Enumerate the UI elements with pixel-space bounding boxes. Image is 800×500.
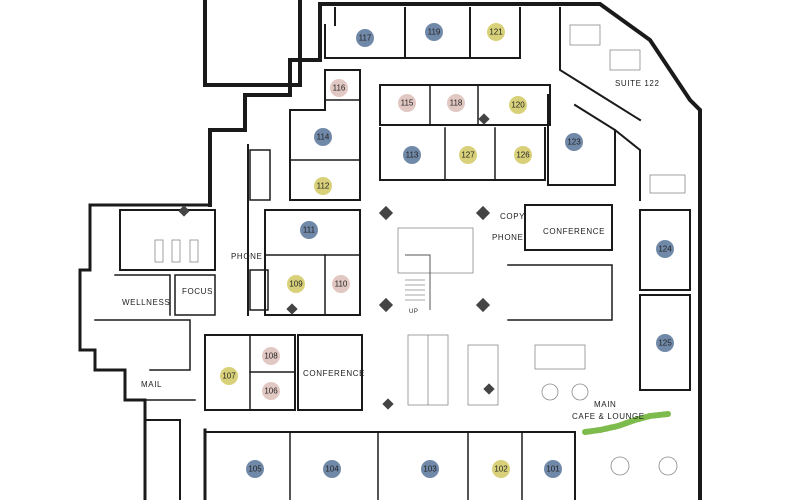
label-conference-bottom: CONFERENCE xyxy=(303,369,365,378)
label-wellness: WELLNESS xyxy=(122,298,170,307)
label-phone-left: PHONE xyxy=(231,252,262,261)
room-marker-circle xyxy=(262,382,280,400)
room-marker-circle xyxy=(356,29,374,47)
room-marker-circle xyxy=(459,146,477,164)
room-number: 123 xyxy=(567,138,581,147)
room-marker-circle xyxy=(220,367,238,385)
room-marker-circle xyxy=(314,128,332,146)
room-marker-109: 109 xyxy=(287,275,305,293)
room-number: 102 xyxy=(494,465,508,474)
room-number: 114 xyxy=(317,133,330,142)
room-marker-111: 111 xyxy=(300,221,318,239)
room-marker-circle xyxy=(330,79,348,97)
room-marker-115: 115 xyxy=(398,94,416,112)
room-marker-121: 121 xyxy=(487,23,505,41)
furniture xyxy=(154,24,686,476)
room-number: 120 xyxy=(511,101,525,110)
room-marker-circle xyxy=(447,94,465,112)
room-marker-circle xyxy=(565,133,583,151)
room-number: 110 xyxy=(335,280,348,289)
room-number: 101 xyxy=(546,465,560,474)
room-marker-103: 103 xyxy=(421,460,439,478)
room-marker-125: 125 xyxy=(656,334,674,352)
room-marker-120: 120 xyxy=(509,96,527,114)
label-cafe-lounge: CAFE & LOUNGE xyxy=(572,412,645,421)
room-number: 126 xyxy=(516,151,530,160)
room-marker-circle xyxy=(509,96,527,114)
room-marker-123: 123 xyxy=(565,133,583,151)
room-marker-circle xyxy=(398,94,416,112)
room-marker-circle xyxy=(492,460,510,478)
room-number: 124 xyxy=(658,245,672,254)
label-mail: MAIL xyxy=(141,380,162,389)
room-number: 111 xyxy=(303,226,316,235)
room-number: 118 xyxy=(450,99,463,108)
room-marker-circle xyxy=(656,240,674,258)
room-marker-108: 108 xyxy=(262,347,280,365)
room-marker-circle xyxy=(421,460,439,478)
room-marker-119: 119 xyxy=(425,23,443,41)
room-marker-114: 114 xyxy=(314,128,332,146)
stair-treads xyxy=(405,279,425,301)
room-marker-circle xyxy=(300,221,318,239)
room-marker-110: 110 xyxy=(332,275,350,293)
room-marker-112: 112 xyxy=(314,177,332,195)
room-number: 105 xyxy=(248,465,262,474)
room-marker-circle xyxy=(656,334,674,352)
area-labels: SUITE 122 COPY PHONE CONFERENCE PHONE WE… xyxy=(122,79,660,421)
room-number: 115 xyxy=(401,99,414,108)
room-marker-circle xyxy=(323,460,341,478)
room-number: 109 xyxy=(289,280,303,289)
room-number: 117 xyxy=(359,34,372,43)
planter xyxy=(582,411,671,435)
room-marker-circle xyxy=(425,23,443,41)
room-marker-circle xyxy=(314,177,332,195)
room-marker-circle xyxy=(403,146,421,164)
label-phone-right: PHONE xyxy=(492,233,523,242)
room-marker-circle xyxy=(332,275,350,293)
room-number: 127 xyxy=(461,151,475,160)
label-focus: FOCUS xyxy=(182,287,213,296)
room-number: 113 xyxy=(406,151,419,160)
room-marker-126: 126 xyxy=(514,146,532,164)
room-number: 104 xyxy=(325,465,339,474)
room-marker-circle xyxy=(487,23,505,41)
room-markers: 117 119 121 116 115 118 120 114 113 127 126 123 112 1… xyxy=(220,23,674,478)
columns xyxy=(178,113,495,410)
room-marker-101: 101 xyxy=(544,460,562,478)
label-stair-up: UP xyxy=(409,309,419,315)
room-marker-118: 118 xyxy=(447,94,465,112)
room-number: 125 xyxy=(658,339,672,348)
room-marker-105: 105 xyxy=(246,460,264,478)
room-number: 112 xyxy=(317,182,330,191)
room-number: 121 xyxy=(489,28,503,37)
label-copy: COPY xyxy=(500,212,525,221)
room-marker-circle xyxy=(262,347,280,365)
room-marker-124: 124 xyxy=(656,240,674,258)
room-marker-circle xyxy=(544,460,562,478)
room-marker-113: 113 xyxy=(403,146,421,164)
label-cafe-main: MAIN xyxy=(594,400,616,409)
room-number: 103 xyxy=(423,465,437,474)
room-number: 108 xyxy=(264,352,278,361)
room-marker-116: 116 xyxy=(330,79,348,97)
room-number: 106 xyxy=(264,387,278,396)
room-marker-107: 107 xyxy=(220,367,238,385)
room-marker-106: 106 xyxy=(262,382,280,400)
room-number: 116 xyxy=(333,84,346,93)
room-number: 107 xyxy=(222,372,236,381)
room-marker-circle xyxy=(246,460,264,478)
room-marker-circle xyxy=(287,275,305,293)
room-marker-102: 102 xyxy=(492,460,510,478)
label-conference-top: CONFERENCE xyxy=(543,227,605,236)
room-marker-104: 104 xyxy=(323,460,341,478)
room-number: 119 xyxy=(428,28,441,37)
room-marker-circle xyxy=(514,146,532,164)
interior-walls xyxy=(94,7,691,500)
label-suite-122: SUITE 122 xyxy=(615,79,660,88)
room-marker-127: 127 xyxy=(459,146,477,164)
room-marker-117: 117 xyxy=(356,29,374,47)
